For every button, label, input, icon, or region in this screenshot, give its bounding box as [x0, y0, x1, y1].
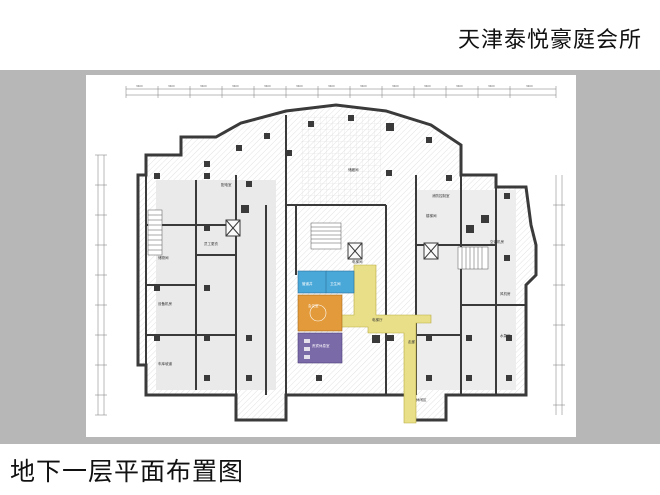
- room-orange: [297, 294, 343, 332]
- room-label: 空调机房: [490, 239, 504, 244]
- svg-text:3600: 3600: [392, 84, 399, 88]
- header-title: 天津泰悦豪庭会所: [457, 28, 642, 53]
- svg-text:3600: 3600: [200, 84, 207, 88]
- round-table-icon: [309, 304, 327, 322]
- room-label: 贵宾休息室: [312, 343, 330, 348]
- room-label: 风机房: [500, 291, 511, 296]
- stair-center: [310, 222, 342, 250]
- elevator-shafts: [225, 219, 439, 260]
- floor-plan-sheet: 3600 3600 3600 3600 3600 3600 3600 3600 3600 3…: [86, 75, 576, 437]
- left-dimension-line: [95, 154, 107, 416]
- room-label: 卫生间: [330, 281, 341, 286]
- north-hall: [301, 115, 381, 205]
- room-label: 电梯间: [352, 259, 363, 264]
- svg-text:3600: 3600: [136, 84, 143, 88]
- room-label: 配电室: [221, 182, 232, 187]
- room-labels: 配电室 储藏间 员工更衣 设备机房 电梯厅 会议室 贵宾休息室 走廊 卫生间 管…: [158, 167, 511, 402]
- svg-text:3600: 3600: [328, 84, 335, 88]
- room-label: 储物间: [158, 255, 169, 260]
- east-zone: [416, 190, 516, 390]
- room-label: 管道井: [302, 281, 313, 286]
- room-label: 楼梯间: [426, 213, 437, 218]
- equipment-marks: [241, 123, 489, 343]
- room-label: 设备机房: [158, 301, 172, 306]
- interior-walls: [145, 115, 526, 395]
- room-label: 会议室: [308, 303, 319, 308]
- purple-room-seating: [304, 339, 310, 359]
- room-label: 车库坡道: [158, 361, 172, 366]
- svg-text:3600: 3600: [526, 84, 533, 88]
- stair-east: [457, 246, 489, 270]
- structural-columns: [154, 115, 512, 381]
- room-label: 走廊: [408, 339, 416, 344]
- stair-west: [147, 209, 163, 256]
- svg-text:3600: 3600: [296, 84, 303, 88]
- svg-text:3600: 3600: [488, 84, 495, 88]
- room-label: 员工更衣: [204, 241, 218, 246]
- svg-text:3600: 3600: [360, 84, 367, 88]
- svg-text:3600: 3600: [232, 84, 239, 88]
- right-dimension-line: [553, 175, 565, 415]
- footer-title: 地下一层平面布置图: [10, 457, 245, 486]
- top-dimension-line: 3600 3600 3600 3600 3600 3600 3600 3600 3600 3…: [125, 84, 557, 98]
- svg-text:3600: 3600: [424, 84, 431, 88]
- svg-text:3600: 3600: [456, 84, 463, 88]
- room-label: 水泵房: [500, 333, 511, 338]
- room-label: 休闲区: [416, 397, 427, 402]
- room-label: 电梯厅: [372, 317, 383, 322]
- room-label: 消防控制室: [432, 193, 450, 198]
- svg-text:3600: 3600: [264, 84, 271, 88]
- room-label: 储藏间: [348, 167, 359, 172]
- floor-plan-drawing: 3600 3600 3600 3600 3600 3600 3600 3600 3600 3…: [95, 84, 565, 424]
- svg-text:3600: 3600: [168, 84, 175, 88]
